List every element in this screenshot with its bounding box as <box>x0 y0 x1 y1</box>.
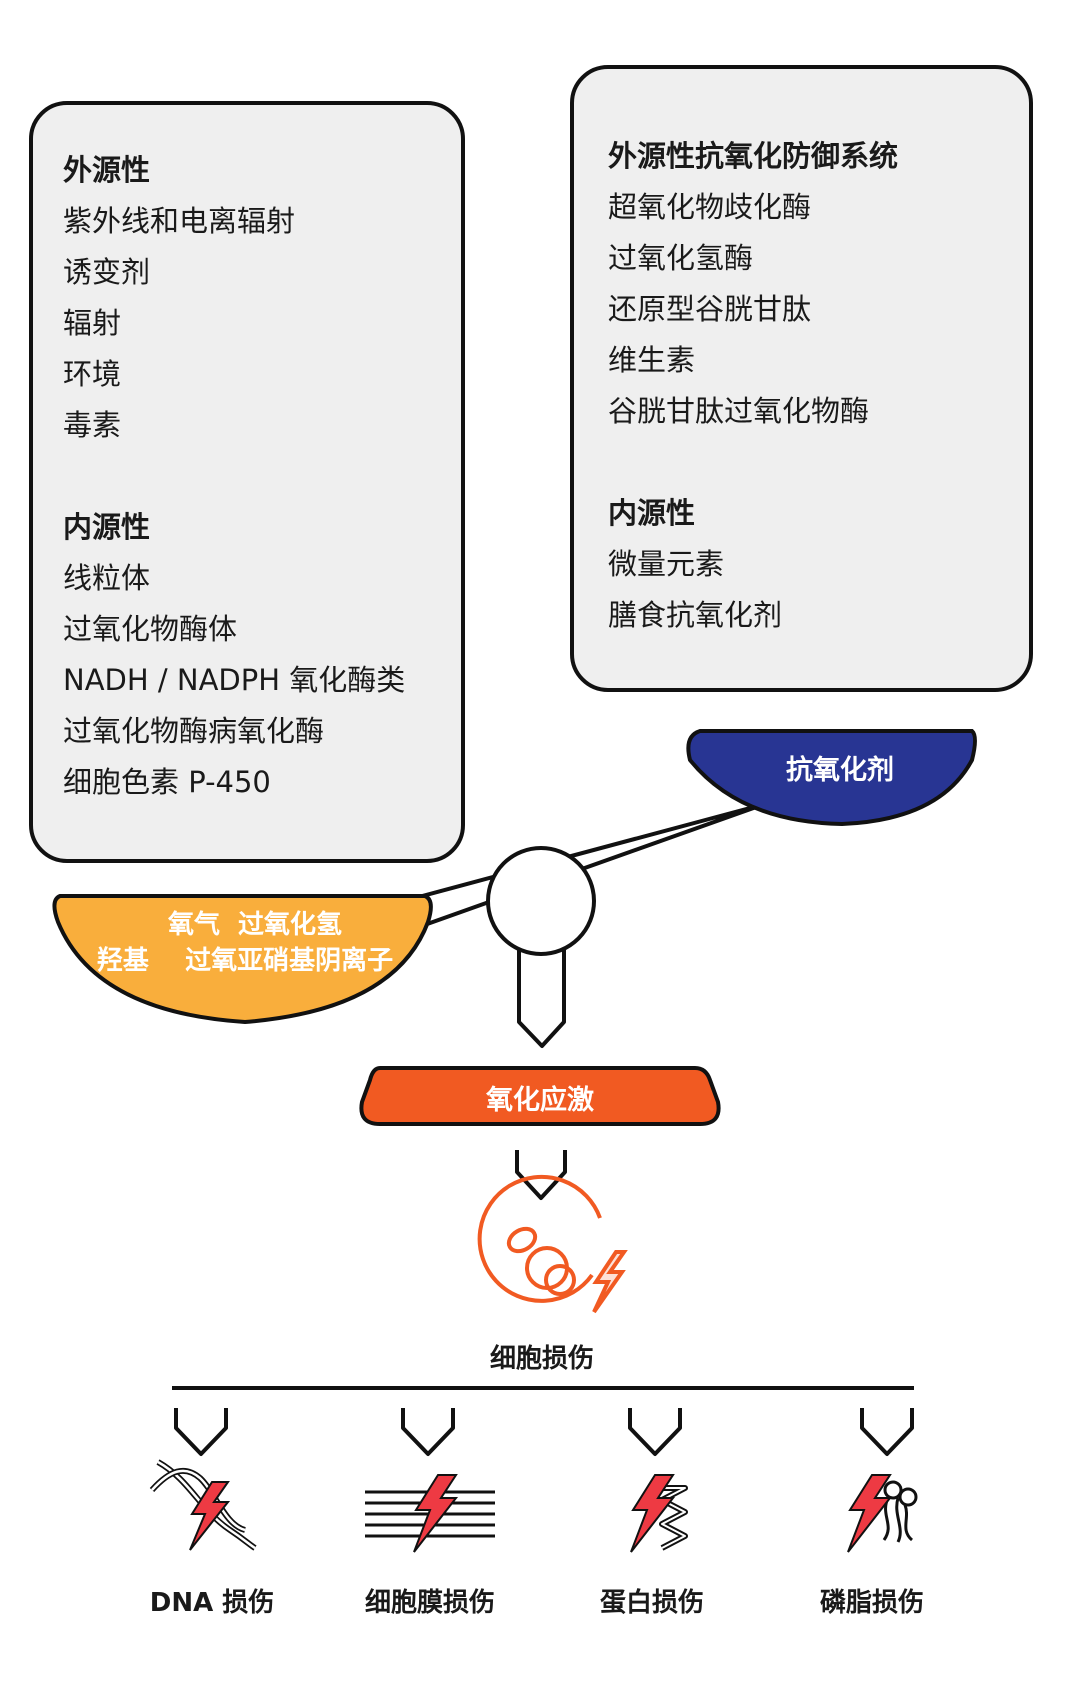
antioxidant-endogenous-item: 膳食抗氧化剂 <box>608 598 783 632</box>
membrane-damage-icon <box>365 1474 495 1553</box>
dna-damage-icon <box>149 1459 257 1551</box>
endogenous-item: 过氧化物酶体 <box>63 612 238 646</box>
arrow-to-cell <box>515 1150 567 1200</box>
antioxidant-exogenous-title: 外源性抗氧化防御系统 <box>608 139 899 173</box>
antioxidant-item: 还原型谷胱甘肽 <box>608 292 812 326</box>
cell-damage-label: 细胞损伤 <box>489 1344 594 1374</box>
scale-pivot <box>486 846 596 956</box>
exogenous-item: 辐射 <box>63 306 122 340</box>
antioxidant-pan <box>686 729 977 827</box>
antioxidant-endogenous-title: 内源性 <box>608 496 696 530</box>
oxidative-stress-banner <box>359 1066 721 1126</box>
phospholipid-damage-icon <box>847 1474 918 1553</box>
antioxidant-defense-box: 外源性抗氧化防御系统 超氧化物歧化酶 过氧化氢酶 还原型谷胱甘肽 维生素 谷胱甘… <box>570 65 1033 692</box>
dna-damage-label: DNA 损伤 <box>149 1588 275 1618</box>
antioxidant-endogenous-item: 微量元素 <box>608 547 725 581</box>
exogenous-item: 紫外线和电离辐射 <box>63 204 296 238</box>
oxidant-pan-label-line1: 氧气 过氧化氢 <box>167 910 343 940</box>
endogenous-item: 线粒体 <box>63 561 151 595</box>
endogenous-item: 过氧化物酶病氧化酶 <box>63 714 325 748</box>
phospholipid-damage-label: 磷脂损伤 <box>819 1588 924 1618</box>
antioxidant-item: 过氧化氢酶 <box>608 241 754 275</box>
protein-damage-label: 蛋白损伤 <box>599 1588 704 1618</box>
cell-damage-icon <box>477 1174 628 1314</box>
endogenous-item: NADH / NADPH 氧化酶类 <box>63 663 406 697</box>
exogenous-item: 环境 <box>63 357 122 391</box>
antioxidant-pan-label: 抗氧化剂 <box>786 755 894 786</box>
oxidant-sources-box: 外源性 紫外线和电离辐射 诱变剂 辐射 环境 毒素 内源性 线粒体 过氧化物酶体… <box>29 101 465 863</box>
exogenous-item: 毒素 <box>63 408 122 442</box>
oxidant-pan-label-line2: 羟基 过氧亚硝基阴离子 <box>96 946 394 976</box>
oxidant-pan <box>52 894 433 1025</box>
antioxidant-item: 超氧化物歧化酶 <box>608 190 812 224</box>
protein-damage-icon <box>630 1474 688 1553</box>
endogenous-title: 内源性 <box>63 510 151 544</box>
antioxidant-item: 维生素 <box>608 343 696 377</box>
exogenous-item: 诱变剂 <box>63 255 151 289</box>
membrane-damage-label: 细胞膜损伤 <box>364 1588 495 1618</box>
antioxidant-item: 谷胱甘肽过氧化物酶 <box>608 394 870 428</box>
endogenous-item: 细胞色素 P-450 <box>63 765 271 799</box>
damage-arrows <box>174 1408 914 1456</box>
exogenous-title: 外源性 <box>63 153 151 187</box>
oxidative-stress-label: 氧化应激 <box>486 1085 594 1116</box>
